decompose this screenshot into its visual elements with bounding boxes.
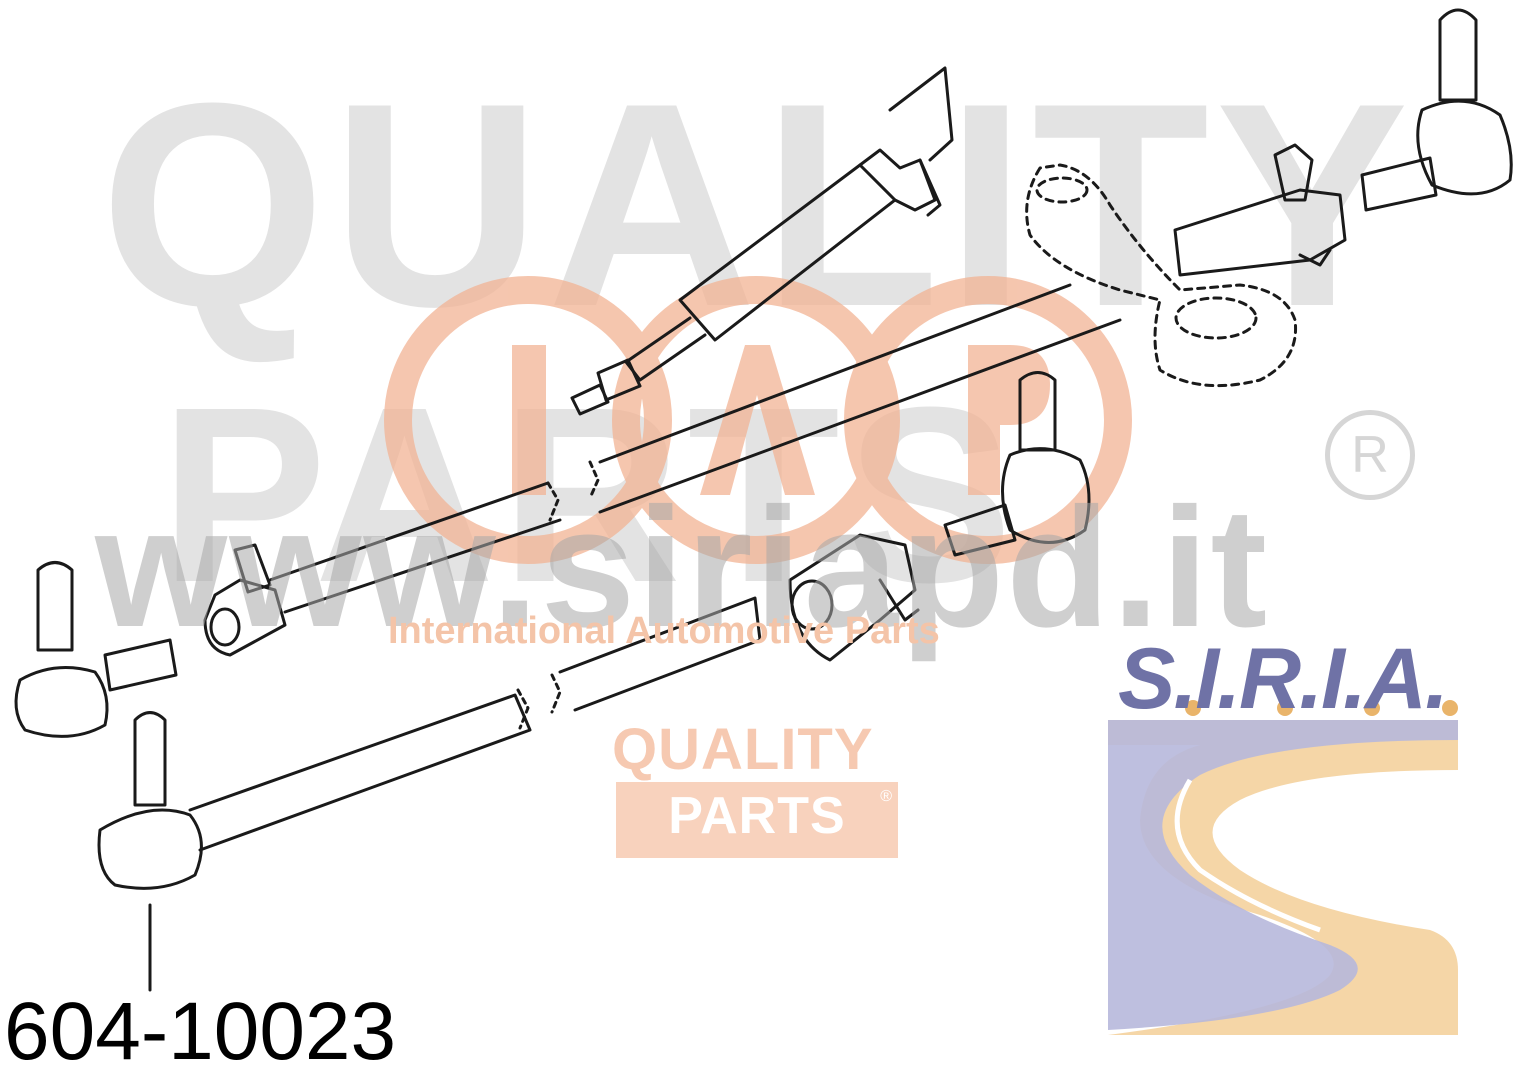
iap-circle-middle [612, 276, 900, 564]
iap-letters [512, 345, 1050, 495]
idler-arm [1025, 163, 1298, 388]
siria-dot-2 [1277, 700, 1293, 716]
quality-parts-logo-box: PARTS ® [616, 782, 898, 858]
siria-dot-4 [1442, 700, 1458, 716]
tie-rod-end-lower-right [943, 371, 1091, 557]
idler-bracket [1173, 143, 1347, 277]
tie-rod-end-upper-right [1360, 8, 1513, 212]
adjusting-sleeve-clamp-left [203, 543, 287, 657]
siria-logo-graphic [1108, 700, 1458, 1035]
iap-circle-left [384, 276, 672, 564]
watermark-registered-mark: R [1325, 410, 1415, 500]
tie-rod-end-left [14, 561, 178, 738]
center-link-rods [268, 283, 1122, 614]
siria-dot-1 [1185, 700, 1201, 716]
quality-parts-logo-quality: QUALITY [612, 717, 874, 782]
iap-circle-right [844, 276, 1132, 564]
siria-dot-3 [1364, 700, 1380, 716]
adjusting-sleeve-clamp-right [788, 533, 920, 662]
steering-damper [570, 66, 954, 416]
siria-logo-text: S.I.R.I.A. [1118, 631, 1449, 727]
quality-parts-logo-parts: PARTS [668, 787, 846, 845]
iap-logo [384, 276, 1132, 564]
tie-rod-lower [97, 596, 762, 890]
watermark-tagline: International Automotive Parts [388, 610, 940, 652]
watermark-url: www.siriapd.it [95, 473, 1270, 663]
part-number-label: 604-10023 [4, 986, 397, 1077]
quality-parts-registered-mark: ® [880, 788, 892, 805]
